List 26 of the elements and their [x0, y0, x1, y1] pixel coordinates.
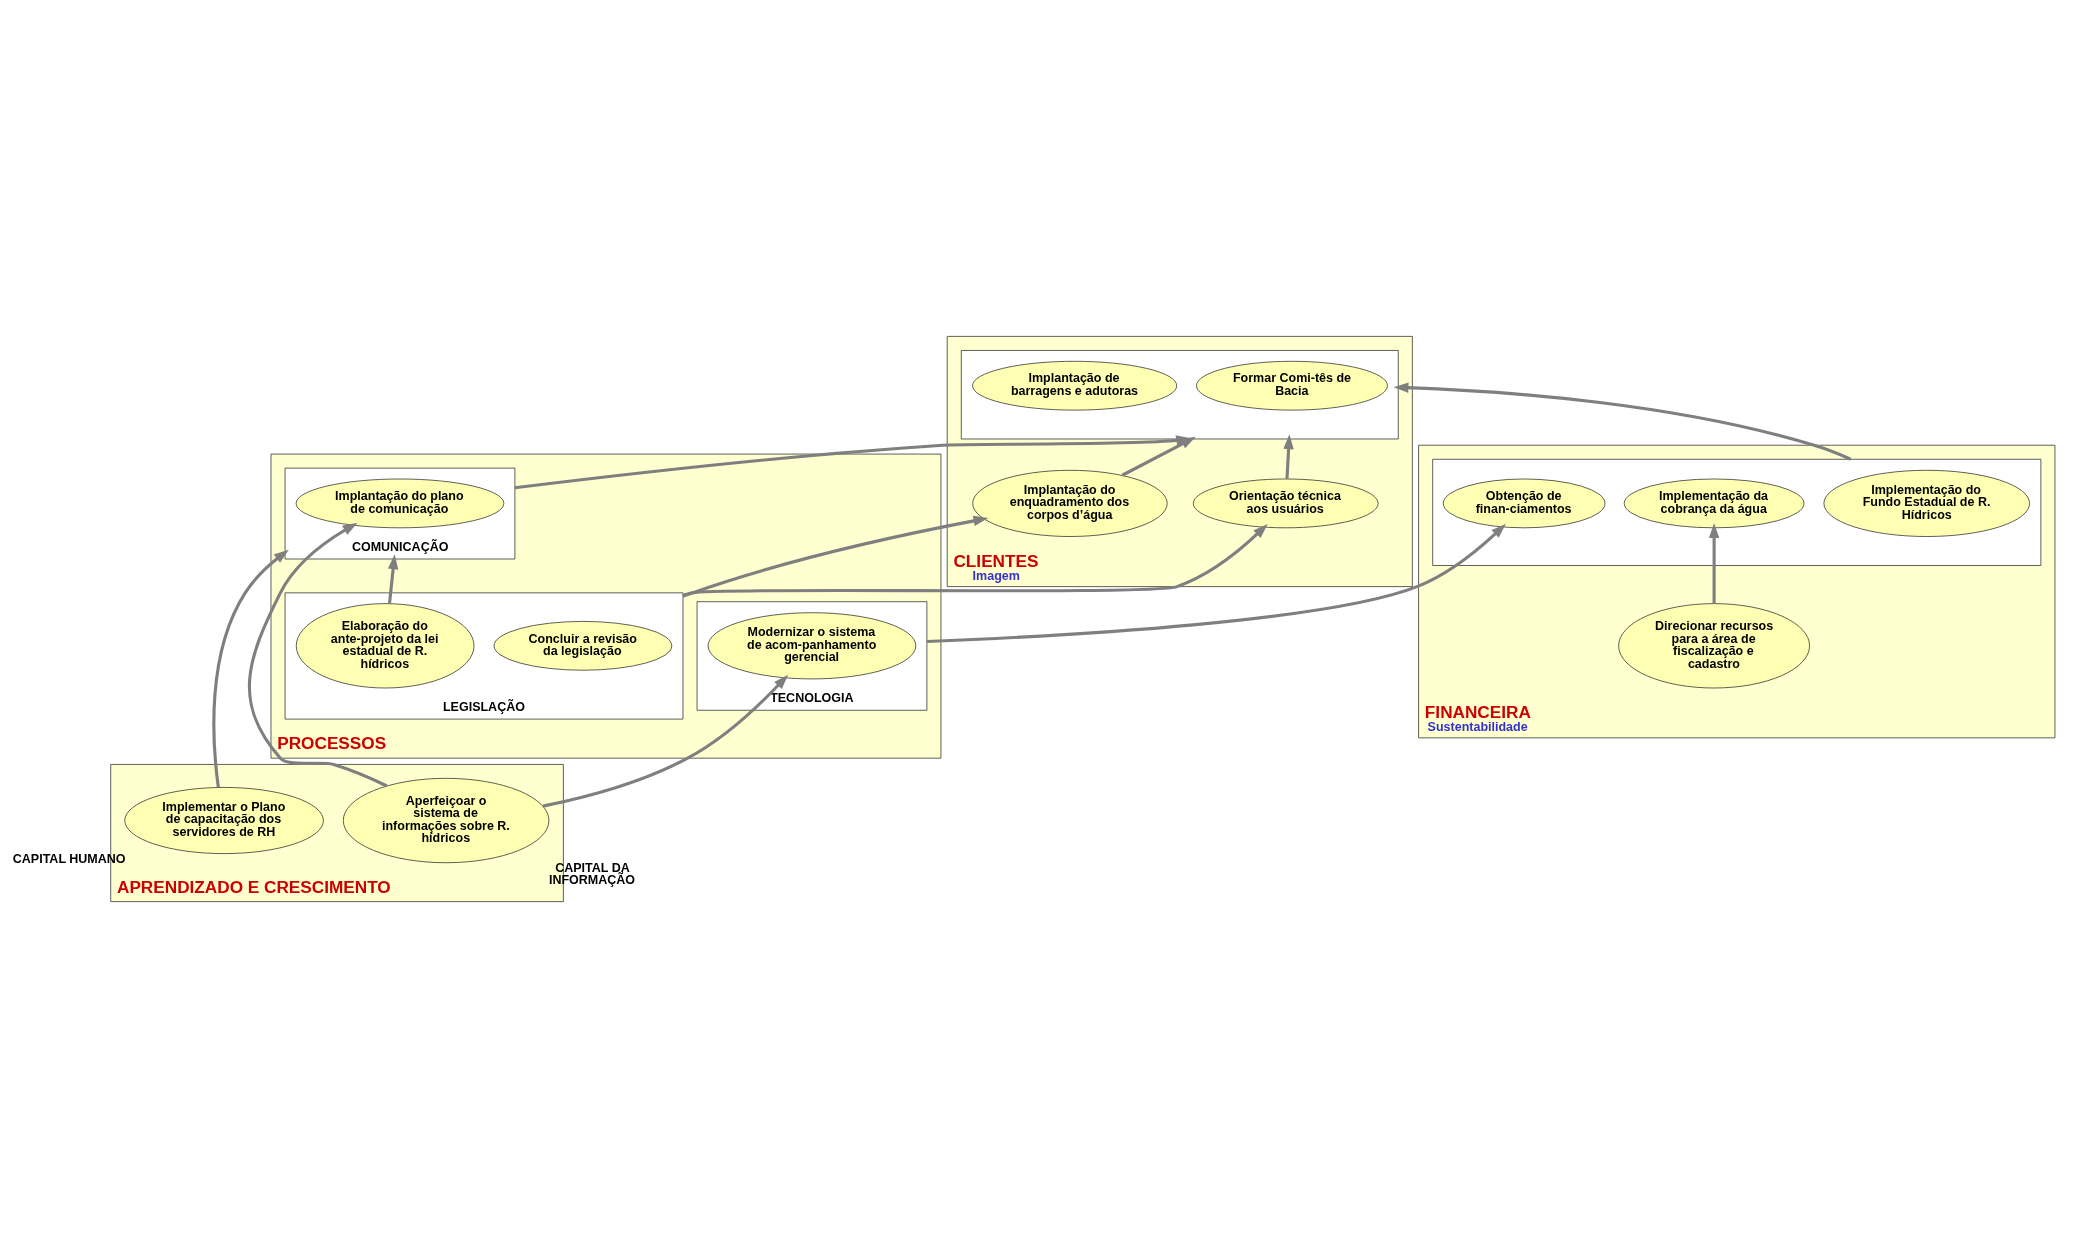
- node-ellipse: Direcionar recursos para a área de fiscalização e cadastro: [1618, 603, 1810, 689]
- node-ellipse: Elaboração do ante-projeto da lei estadual de R. hídricos: [295, 603, 475, 689]
- arrow: [542, 674, 789, 808]
- arrow: [1283, 434, 1294, 479]
- node-ellipse: Implementação do Fundo Estadual de R. Hídricos: [1823, 469, 2030, 537]
- node-ellipse: Formar Comi-tês de Bacia: [1196, 360, 1388, 411]
- node-ellipse: Implantação do plano de comunicação: [295, 478, 505, 529]
- node-ellipse: Implementar o Plano de capacitação dos servidores de RH: [124, 787, 324, 854]
- arrow: [514, 435, 1192, 490]
- cluster: [1432, 458, 2042, 566]
- node-ellipse: Modernizar o sistema de acom-panhamento gerencial: [707, 612, 917, 680]
- arrow: [682, 523, 1268, 597]
- arrow: [387, 554, 399, 604]
- node-ellipse: Concluir a revisão da legislação: [493, 621, 673, 671]
- arrow: [1708, 523, 1720, 604]
- node-label: CAPITAL HUMANO: [12, 851, 126, 866]
- cluster: [960, 350, 1399, 440]
- arrow: [212, 549, 289, 788]
- arrow: [926, 523, 1506, 644]
- node-ellipse: Implementação da cobrança da água: [1623, 478, 1805, 529]
- arrow: [1393, 382, 1852, 461]
- node-ellipse: Obtenção de finan-ciamentos: [1442, 478, 1606, 529]
- node-ellipse: Orientação técnica aos usuários: [1192, 478, 1379, 529]
- node-ellipse: Implantação de barragens e adutoras: [972, 360, 1178, 411]
- node-ellipse: Aperfeiçoar o sistema de informações sobre R. hídricos: [342, 777, 550, 864]
- arrow: [682, 515, 989, 598]
